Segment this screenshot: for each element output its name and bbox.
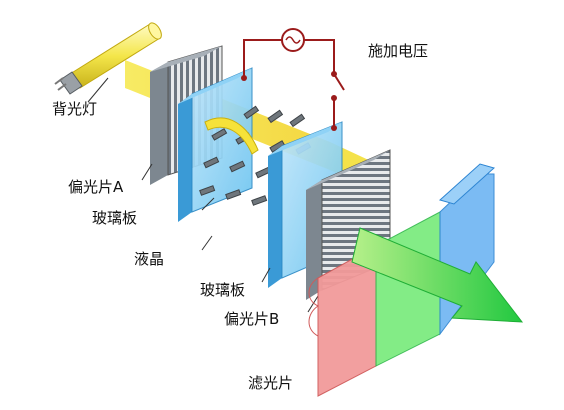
backlight-leader-line [87,77,109,103]
switch-contacts [241,71,337,131]
polarizer-a-leader-line [141,163,153,181]
label-backlight: 背光灯 [52,100,98,118]
ac-source-icon [281,28,305,52]
label-polarizer-a: 偏光片A [68,178,124,196]
glass-plate-front [178,67,253,222]
label-applied-voltage: 施加电压 [368,42,429,60]
label-glass-plate-back: 玻璃板 [200,281,246,299]
label-color-filter: 滤光片 [248,374,294,392]
output-light-arrow [351,227,524,323]
liquid-crystal-leader-line [201,235,213,251]
twisted-light-path [204,117,259,155]
label-liquid-crystal: 液晶 [134,250,165,268]
label-polarizer-b: 偏光片B [224,310,280,328]
polarizer-b-leader-line [307,295,319,313]
label-glass-plate-front: 玻璃板 [92,209,138,227]
glass-front-leader-line [201,197,215,211]
voltage-circuit [243,39,345,128]
glass-back-leader-line [261,267,271,283]
backlight-tube [54,22,162,95]
